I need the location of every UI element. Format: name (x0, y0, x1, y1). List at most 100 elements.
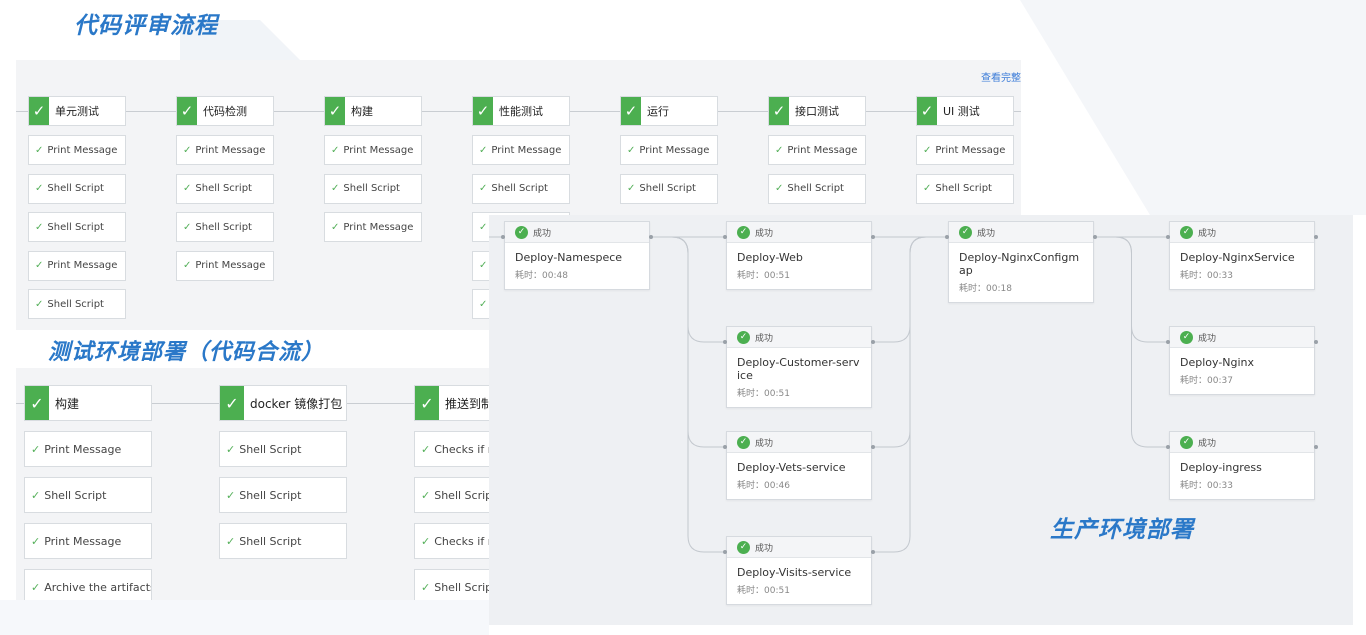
pipeline-step[interactable]: ✓Shell Script (916, 173, 1014, 204)
pipeline-step[interactable]: ✓Print Message (916, 135, 1014, 165)
check-mark-icon: ✓ (331, 221, 340, 233)
pipeline-step[interactable]: ✓Print Message (324, 135, 422, 165)
pipeline-step[interactable]: ✓Print Message (768, 135, 866, 165)
pipeline-stage[interactable]: ✓docker 镜像打包 (219, 385, 347, 421)
pipeline-stage[interactable]: ✓UI 测试 (916, 96, 1014, 126)
port-dot (871, 550, 875, 554)
step-label: Shell Script (343, 183, 400, 194)
pipeline-step[interactable]: ✓Shell Script (324, 173, 422, 204)
duration-value: 00:18 (986, 284, 1012, 294)
node-duration: 耗时：00:48 (505, 264, 649, 289)
node-name: Deploy-Web (737, 251, 803, 264)
check-icon: ✓ (177, 97, 197, 125)
pipeline-step[interactable]: ✓Shell Script (28, 173, 126, 204)
step-label: Shell Script (47, 298, 104, 310)
pipeline-stage[interactable]: ✓运行 (620, 96, 718, 126)
view-full-link[interactable]: 查看完整 (981, 73, 1021, 84)
pipeline-step[interactable]: ✓Shell Script (620, 173, 718, 204)
test-env-pipeline-panel: ✓构建✓Print Message✓Shell Script✓Print Mes… (16, 368, 489, 600)
status-label: 成功 (755, 333, 774, 344)
step-label: Print Message (195, 260, 266, 271)
check-mark-icon: ✓ (35, 221, 44, 233)
pipeline-step[interactable]: ✓Print Message (24, 523, 152, 559)
pipeline-step[interactable]: ✓Shell Script (768, 173, 866, 204)
pipeline-stage[interactable]: ✓构建 (24, 385, 152, 421)
check-mark-icon: ✓ (923, 183, 932, 194)
status-label: 成功 (1198, 333, 1217, 344)
pipeline-stage[interactable]: ✓推送到制品 (414, 385, 489, 421)
pipeline-stage[interactable]: ✓单元测试 (28, 96, 126, 126)
pipeline-step[interactable]: ✓Shell Script (24, 477, 152, 513)
node-duration: 耗时：00:33 (1170, 474, 1314, 499)
node-status: ✓成功 (1170, 432, 1314, 453)
check-icon: ✓ (769, 97, 789, 125)
check-icon: ✓ (415, 386, 439, 420)
check-mark-icon: ✓ (479, 260, 488, 271)
stage-label: 运行 (647, 105, 669, 118)
dag-edge (650, 236, 726, 553)
check-mark-icon: ✓ (775, 183, 784, 194)
step-label: Shell Script (239, 534, 302, 548)
status-label: 成功 (755, 543, 774, 554)
pipeline-stage[interactable]: ✓代码检测 (176, 96, 274, 126)
stage-label: 性能测试 (499, 105, 543, 118)
pipeline-step[interactable]: ✓Print Message (472, 135, 570, 165)
check-mark-icon: ✓ (421, 580, 431, 594)
step-label: Shell Script (47, 183, 104, 194)
pipeline-step[interactable]: ✓Archive the artifacts (24, 569, 152, 600)
pipeline-step[interactable]: ✓Shell Script (414, 477, 489, 513)
pipeline-stage[interactable]: ✓接口测试 (768, 96, 866, 126)
pipeline-step[interactable]: ✓Shell Script (472, 173, 570, 204)
pipeline-step[interactable]: ✓Print Message (24, 431, 152, 467)
pipeline-step[interactable]: ✓Print Message (324, 212, 422, 242)
check-mark-icon: ✓ (421, 534, 431, 548)
pipeline-step[interactable]: ✓Shell Script (219, 523, 347, 559)
pipeline-stage[interactable]: ✓构建 (324, 96, 422, 126)
node-status: ✓成功 (727, 327, 871, 348)
step-label: Print Message (787, 144, 858, 156)
pipeline-step[interactable]: ✓Shell Script (28, 289, 126, 319)
pipeline-step[interactable]: ✓Shell Script (28, 212, 126, 242)
pipeline-step[interactable]: ✓Print Message (28, 250, 126, 281)
check-mark-icon: ✓ (183, 183, 192, 194)
pipeline-step[interactable]: ✓Shell Script (219, 431, 347, 467)
node-name: Deploy-Customer-service (737, 356, 860, 382)
pipeline-step[interactable]: ✓Shell Script (414, 569, 489, 600)
pipeline-step[interactable]: ✓Print Message (176, 250, 274, 281)
pipeline-step[interactable]: ✓Shell Script (219, 477, 347, 513)
dag-edge (872, 236, 948, 553)
pipeline-step[interactable]: ✓Shell Script (176, 173, 274, 204)
port-dot (723, 340, 727, 344)
success-icon: ✓ (737, 540, 750, 554)
pipeline-step[interactable]: ✓Checks if run (414, 523, 489, 559)
step-label: Shell Script (195, 221, 252, 233)
pipeline-step[interactable]: ✓Print Message (620, 135, 718, 165)
duration-value: 00:51 (764, 586, 790, 596)
step-label: Shell Script (491, 183, 548, 194)
pipeline-step[interactable]: ✓Print Message (176, 135, 274, 165)
check-mark-icon: ✓ (775, 144, 784, 156)
port-dot (1314, 235, 1318, 239)
step-label: Print Message (343, 144, 414, 156)
step-label: Print Message (44, 442, 122, 456)
pipeline-step[interactable]: ✓Shell Script (176, 212, 274, 242)
check-mark-icon: ✓ (31, 488, 41, 502)
port-dot (649, 235, 653, 239)
success-icon: ✓ (1180, 225, 1193, 239)
check-mark-icon: ✓ (627, 144, 636, 156)
check-mark-icon: ✓ (35, 260, 44, 271)
pipeline-step[interactable]: ✓Checks if run (414, 431, 489, 467)
pipeline-stage[interactable]: ✓性能测试 (472, 96, 570, 126)
pipeline-step[interactable]: ✓Print Message (28, 135, 126, 165)
success-icon: ✓ (1180, 435, 1193, 449)
check-mark-icon: ✓ (183, 260, 192, 271)
